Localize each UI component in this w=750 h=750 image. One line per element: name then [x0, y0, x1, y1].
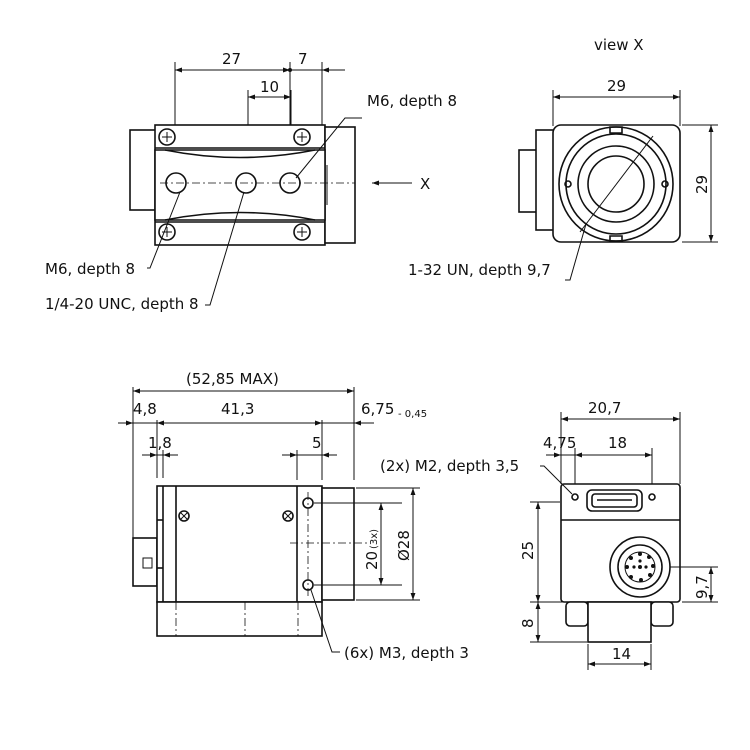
- callout-m3: (6x) M3, depth 3: [344, 644, 469, 662]
- dim-8: 8: [519, 618, 537, 628]
- screw-icon: [158, 128, 311, 241]
- dim-4-8: 4,8: [133, 400, 157, 418]
- callout-m2: (2x) M2, depth 3,5: [380, 457, 519, 475]
- dim-7: 7: [298, 50, 308, 68]
- callout-unc: 1/4-20 UNC, depth 8: [45, 295, 199, 313]
- dim-width-29: 29: [607, 77, 626, 95]
- rear-view: 20,7 4,75 18: [380, 399, 718, 670]
- dim-20-7: 20,7: [588, 399, 621, 417]
- dim-25: 25: [519, 541, 537, 560]
- dim-14: 14: [612, 645, 631, 663]
- circular-connector-icon: [609, 536, 671, 598]
- side-view: (52,85 MAX) 4,8 41,3 6,75 - 0,45 1,8 5: [118, 370, 469, 662]
- dim-1-8: 1,8: [148, 434, 172, 452]
- dim-10: 10: [260, 78, 279, 96]
- callout-m6-bottom: M6, depth 8: [45, 260, 135, 278]
- dim-6-75-tolerance: - 0,45: [398, 409, 427, 420]
- dim-41-3: 41,3: [221, 400, 254, 418]
- dim-5: 5: [312, 434, 322, 452]
- dim-diameter-28: Ø28: [395, 530, 413, 561]
- screw-icon: [178, 510, 294, 522]
- dim-4-75: 4,75: [543, 434, 576, 452]
- dim-20: 20: [363, 551, 381, 570]
- view-x-title: view X: [594, 36, 644, 54]
- dim-27: 27: [222, 50, 241, 68]
- dim-overall-52-85: (52,85 MAX): [186, 370, 279, 388]
- dim-18: 18: [608, 434, 627, 452]
- top-view: 27 7 10 X: [45, 50, 457, 313]
- dim-6-75: 6,75: [361, 400, 394, 418]
- dim-20-note: (3x): [369, 529, 380, 549]
- callout-1-32-un: 1-32 UN, depth 9,7: [408, 261, 551, 279]
- dim-9-7: 9,7: [693, 575, 711, 599]
- dim-height-29: 29: [693, 175, 711, 194]
- view-x: view X 29 29 1-32 UN, depth 9,7: [408, 36, 718, 281]
- view-x-marker: X: [420, 175, 430, 193]
- callout-m6-top: M6, depth 8: [367, 92, 457, 110]
- usb-connector-icon: [586, 489, 643, 512]
